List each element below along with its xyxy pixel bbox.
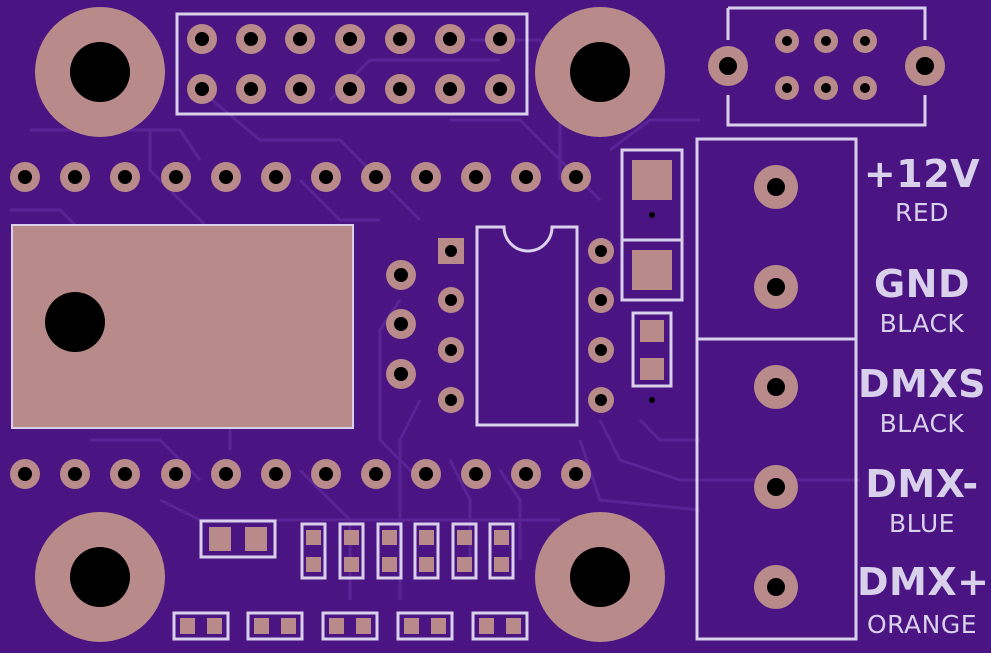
terminal-label-dmxs: DMXS: [857, 362, 987, 406]
terminal-label-dmx-minus: DMX-: [865, 462, 979, 506]
terminal-label-12v: +12V: [863, 152, 981, 196]
terminal-label-gnd: GND: [873, 262, 971, 306]
terminal-block: [695, 137, 858, 641]
module-pin-rows: [10, 162, 591, 489]
dip8-chip: [438, 225, 614, 427]
header-2x7: [175, 12, 529, 116]
serial-connector: [708, 6, 945, 127]
terminal-wire-color-dmxs: BLACK: [879, 409, 965, 438]
terminal-wire-color-gnd: BLACK: [879, 309, 965, 338]
regulator-pad: [11, 224, 416, 429]
terminal-wire-color-dmx-plus: ORANGE: [866, 610, 977, 639]
mounting-holes: [35, 7, 665, 642]
smd-components-bottom: [172, 519, 529, 641]
terminal-label-dmx-plus: DMX+: [857, 560, 990, 604]
terminal-wire-color-dmx-minus: BLUE: [889, 509, 955, 538]
smd-components-mid: [620, 148, 684, 403]
terminal-wire-color-12v: RED: [895, 198, 949, 227]
